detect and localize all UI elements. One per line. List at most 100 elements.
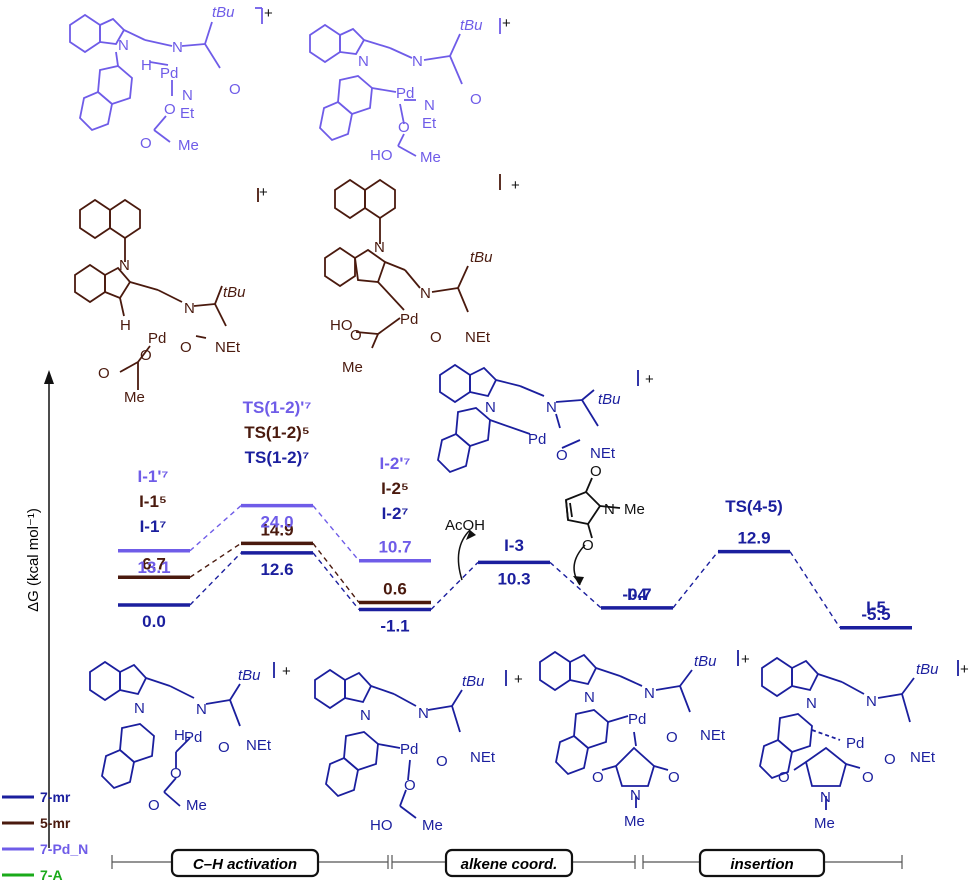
structure-i2-5 [324,174,501,349]
n-atom: N [134,700,145,717]
y-axis-label: ΔG (kcal mol⁻¹) [25,508,42,612]
net2-group: NEt [465,329,491,346]
stage-label-insertion: insertion [730,856,793,873]
structure-i4-bottom-text: N N tBu Pd O NEt O N O Me + [584,651,750,830]
tbu-group: tBu [238,667,261,684]
o-atom: O [398,119,410,136]
o-atom: O [140,347,152,364]
o-atom: O [170,765,182,782]
label-i3: I-3 [504,536,524,555]
pd-atom: Pd [184,729,202,746]
net2-group: NEt [470,749,496,766]
n-atom: N [644,685,655,702]
o-atom: O [140,135,152,152]
maleimide-arrow [573,544,586,586]
value-label-7-Pd_N-0: 13.1 [137,558,170,577]
h-atom: H [141,57,152,74]
legend-7a: 7-A [40,867,63,883]
value-label-5-mr-2: 0.6 [383,580,407,599]
value-label-7-Pd_N-2: 10.7 [378,538,411,557]
value-label-5-mr-1: 14.9 [260,520,293,539]
me-group: Me [124,389,145,406]
n-atom: N [119,257,130,274]
me-group: Me [186,797,207,814]
charge-plus: + [741,651,750,668]
o-atom: O [778,769,790,786]
o-atom: O [229,81,241,98]
label-i2-5: I-2⁵ [381,479,409,498]
n-atom: N [182,87,193,104]
o-atom: O [350,327,362,344]
structure-i1-5-text: N N tBu H Pd O NEt O O Me + [98,184,268,406]
pd-atom: Pd [846,735,864,752]
ho-group: HO [330,317,353,334]
o-atom: O [668,769,680,786]
legend-7mr: 7-mr [40,789,71,805]
o-atom: O [98,365,110,382]
structure-i2-prime7-text: N N tBu Pd O N Et O HO Me + [358,15,511,166]
tbu-group: tBu [462,673,485,690]
n-atom: N [418,705,429,722]
value-label-7-mr-6: -5.5 [861,605,890,624]
structure-i1-7-bottom [89,660,275,807]
me-group: Me [342,359,363,376]
connector-7-mr-0 [189,552,242,606]
n-atom: N [360,707,371,724]
energy-levels [118,503,912,630]
value-label-7-mr-4: -0.7 [622,585,651,604]
value-label-7-mr-0: 0.0 [142,612,166,631]
label-i5: I-5 [866,598,886,617]
connector-7-Pd_N-0 [189,505,242,552]
o-atom: O [470,91,482,108]
o-atom: O [666,729,678,746]
o-atom: O [884,751,896,768]
o-atom: O [582,537,594,554]
connector-5-mr-0 [189,542,242,578]
net2-group: NEt [246,737,272,754]
maleimide-structure [565,477,621,539]
legend: 7-mr 5-mr 7-Pd_N 7-A [2,789,88,883]
connector-7-mr-2 [430,561,479,611]
me-group: Me [178,137,199,154]
pd-atom: Pd [400,741,418,758]
maleimide-text: O N Me O [582,463,645,554]
label-ts45: TS(4-5) [725,497,783,516]
connector-7-mr-5 [789,551,841,629]
connector-5-mr-1 [312,542,360,603]
label-i1-prime7: I-1'⁷ [138,467,169,486]
structure-i2-7-bottom-text: N N tBu Pd O NEt O HO Me + [360,671,523,834]
n-atom: N [806,695,817,712]
connector-7-Pd_N-1 [312,505,360,562]
label-i2-7: I-2⁷ [382,504,409,523]
me-group: Me [422,817,443,834]
charge-plus: + [511,177,520,194]
structure-i2-prime7 [309,18,501,157]
ho-group: HO [370,817,393,834]
structure-i1-prime7 [69,7,263,143]
stage-ch-activation: C–H activation [170,848,320,878]
o-atom: O [590,463,602,480]
net2-group: NEt [910,749,936,766]
tbu-group: tBu [460,17,483,34]
o-atom: O [436,753,448,770]
label-ts12-5: TS(1-2)⁵ [244,423,310,442]
o-atom: O [592,769,604,786]
stage-insertion: insertion [698,848,826,878]
o-atom: O [404,777,416,794]
value-label-5-mr-0: 6.7 [142,554,166,573]
h-atom: H [174,727,185,744]
h-atom: H [120,317,131,334]
net2-group: NEt [215,339,241,356]
n-atom: N [412,53,423,70]
et2-group: Et [180,105,195,122]
value-label-7-Pd_N-1: 24.0 [260,513,293,532]
value-label-7-mr-5: 12.9 [737,529,770,548]
structure-i3 [437,363,639,474]
o-atom: O [148,797,160,814]
tbu-group: tBu [212,4,235,21]
n-atom: N [820,789,831,806]
structure-i2-5-text: N N tBu Pd O NEt HO O Me + [330,177,520,376]
structure-i1-5 [74,188,259,390]
tbu-group: tBu [598,391,621,408]
label-i1-7: I-1⁷ [140,517,167,536]
